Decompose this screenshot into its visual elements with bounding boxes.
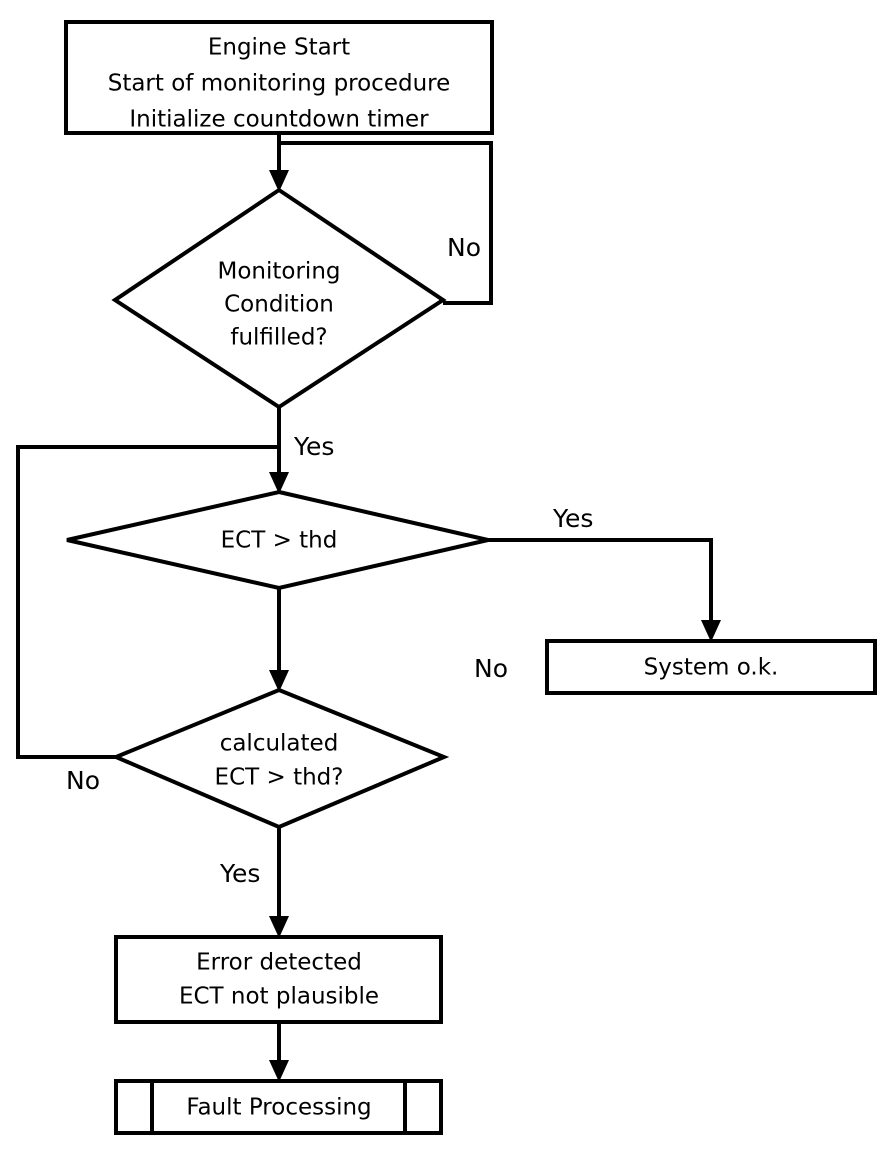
fault-processing-box[interactable] bbox=[114, 1079, 443, 1135]
node-fault-processing[interactable]: Fault Processing bbox=[114, 1079, 443, 1135]
arrow-head-icon bbox=[269, 1060, 289, 1082]
arrow-head-icon bbox=[269, 670, 289, 692]
arrow-head-icon bbox=[269, 472, 289, 494]
label-calculated-yes: Yes bbox=[219, 859, 260, 888]
error-detected-line2: ECT not plausible bbox=[179, 984, 379, 1010]
engine-start-box[interactable] bbox=[64, 20, 494, 135]
error-detected-box[interactable] bbox=[114, 935, 443, 1024]
edge-ect-yes-to-system-ok bbox=[488, 538, 721, 642]
arrow-head-icon bbox=[269, 170, 289, 192]
ect-thd-diamond[interactable] bbox=[66, 489, 489, 591]
edge-ect-no-to-calculated bbox=[269, 588, 289, 692]
node-monitoring-condition[interactable]: Monitoring Condition fulfilled? bbox=[111, 187, 447, 410]
calculated-ect-thd-diamond[interactable] bbox=[110, 687, 450, 830]
edge-monitoring-yes-to-ect bbox=[269, 407, 289, 494]
error-detected-line1: Error detected bbox=[196, 950, 362, 976]
edge-error-to-fault-processing bbox=[269, 1022, 289, 1082]
calculated-ect-line1: calculated bbox=[220, 731, 339, 757]
system-ok-line1: System o.k. bbox=[644, 655, 779, 681]
ect-thd-line1: ECT > thd bbox=[221, 528, 338, 554]
system-ok-box[interactable] bbox=[545, 639, 877, 695]
node-engine-start[interactable]: Engine Start Start of monitoring procedu… bbox=[64, 20, 494, 135]
edge-calculated-yes-to-error bbox=[269, 827, 289, 938]
label-ect-no: No bbox=[474, 654, 508, 683]
node-calculated-ect-thd[interactable]: calculated ECT > thd? bbox=[110, 687, 450, 830]
engine-start-line2: Start of monitoring procedure bbox=[108, 71, 451, 97]
engine-start-line3: Initialize countdown timer bbox=[129, 107, 429, 133]
node-ect-thd[interactable]: ECT > thd bbox=[66, 489, 489, 591]
monitoring-condition-line3: fulfilled? bbox=[230, 325, 327, 351]
node-error-detected[interactable]: Error detected ECT not plausible bbox=[114, 935, 443, 1024]
label-monitoring-no: No bbox=[447, 233, 481, 262]
monitoring-condition-diamond[interactable] bbox=[111, 187, 447, 410]
label-calculated-no: No bbox=[66, 766, 100, 795]
label-monitoring-yes: Yes bbox=[293, 432, 334, 461]
fault-processing-line1: Fault Processing bbox=[186, 1095, 371, 1121]
calculated-ect-line2: ECT > thd? bbox=[215, 765, 344, 791]
label-ect-yes: Yes bbox=[552, 504, 593, 533]
arrow-head-icon bbox=[701, 620, 721, 642]
monitoring-condition-line1: Monitoring bbox=[218, 259, 341, 285]
monitoring-condition-line2: Condition bbox=[224, 292, 334, 318]
edge-calculated-no-feedback bbox=[16, 445, 279, 759]
edge-monitoring-no-loop bbox=[279, 141, 493, 305]
engine-start-line1: Engine Start bbox=[208, 35, 350, 61]
arrow-head-icon bbox=[269, 916, 289, 938]
node-system-ok[interactable]: System o.k. bbox=[545, 639, 877, 695]
